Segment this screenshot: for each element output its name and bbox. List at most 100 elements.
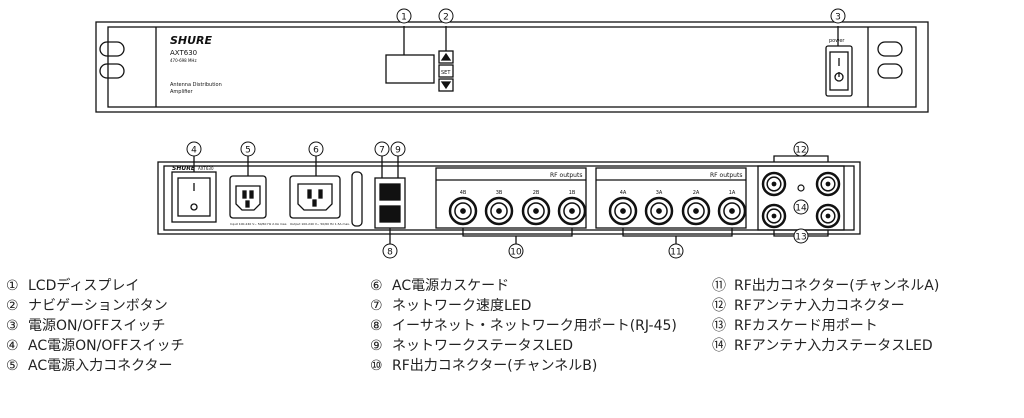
legend-text: ネットワーク速度LED [392,298,532,314]
callout-circle [508,243,524,259]
legend-text: ネットワークステータスLED [392,338,574,354]
antenna-connectors [761,171,841,229]
callout-number: 11 [670,248,681,258]
antenna-status-led [797,184,805,192]
legend-item: ⑪ RF出力コネクター(チャンネルA) [712,276,939,296]
front-brand: SHURE [170,34,213,47]
rf-output-a-2A: 2A [681,190,711,226]
rear-brand: SHURE [172,165,196,172]
rear-panel [157,155,861,244]
front-model: AXT630 [170,49,197,57]
callout-circle [240,141,256,157]
callout-circle [396,8,412,24]
rear-model: AXT630 [198,166,214,171]
callout-circle [308,141,324,157]
rf-output-b-3B: 3B [484,190,514,226]
legend-number: ③ [6,318,19,334]
front-panel [95,21,929,113]
callout-4: 4 [186,141,202,157]
bnc-inner [527,202,545,220]
set-button-label: SET [441,70,451,76]
bnc-label: 2A [693,190,700,196]
front-description-1: Antenna Distribution [170,82,222,88]
callout-circle [830,8,846,24]
callout-number: 4 [191,146,197,156]
bnc-inner [563,202,581,220]
legend-text: ナビゲーションボタン [28,298,168,314]
callout-2: 2 [438,8,454,24]
callout-circle [390,141,406,157]
front-model-sub: 470-698 MHz [170,58,197,63]
legend-text: AC電源入力コネクター [28,358,173,374]
callout-number: 5 [245,146,251,156]
legend-text: RF出力コネクター(チャンネルA) [734,278,940,294]
legend-number: ⑩ [370,358,383,374]
bnc-inner [766,176,782,192]
rf-outputs-label-b: RF outputs [550,172,582,179]
bnc-inner [454,202,472,220]
callout-number: 10 [510,248,522,258]
callout-circle [438,8,454,24]
callout-number: 8 [387,248,393,258]
callout-number: 1 [401,13,407,23]
legend-text: 電源ON/OFFスイッチ [28,318,166,334]
antenna-connector-4 [815,203,841,229]
legend-number: ④ [6,338,19,354]
legend-number: ① [6,278,19,294]
callout-3: 3 [830,8,846,24]
legend-number: ⑭ [712,338,726,354]
bnc-pin [533,208,539,214]
rf-output-a-3A: 3A [644,190,674,226]
callout-1: 1 [396,8,412,24]
power-label: power [829,38,845,44]
callout-number: 9 [395,146,401,156]
legend-number: ② [6,298,19,314]
bnc-pin [620,208,626,214]
callout-10: 10 [508,243,524,259]
legend-text: RFアンテナ入力コネクター [734,298,905,314]
bnc-label: 1B [569,190,576,196]
bnc-label: 4A [620,190,627,196]
bnc-inner [490,202,508,220]
front-description-2: Amplifier [170,89,193,95]
callout-circle [382,243,398,259]
bnc-label: 3A [656,190,663,196]
callout-number: 6 [313,146,319,156]
rf-output-a-4A: 4A [608,190,638,226]
rf-output-b-1B: 1B [557,190,587,226]
legend-number: ⑬ [712,318,726,334]
rf-output-b-4B: 4B [448,190,478,226]
callout-circle [374,141,390,157]
legend-number: ⑫ [712,298,726,314]
rf-output-a-1A: 1A [717,190,747,226]
bnc-inner [687,202,705,220]
callout-7: 7 [374,141,390,157]
bnc-inner [723,202,741,220]
callout-circle [793,141,809,157]
bnc-inner [820,176,836,192]
legend-item: ⑩ RF出力コネクター(チャンネルB) [370,356,677,376]
callout-11: 11 [668,243,684,259]
legend-item: ⑫ RFアンテナ入力コネクター [712,296,939,316]
callout-circle [793,228,809,244]
bnc-pin [569,208,575,214]
legend-text: RF出力コネクター(チャンネルB) [392,358,598,374]
bnc-inner [614,202,632,220]
bnc-pin [729,208,735,214]
legend-number: ⑪ [712,278,726,294]
legend-number: ⑥ [370,278,383,294]
bnc-inner [820,208,836,224]
bnc-pin [825,213,831,219]
callout-13: 13 [793,228,809,244]
bnc-pin [460,208,466,214]
